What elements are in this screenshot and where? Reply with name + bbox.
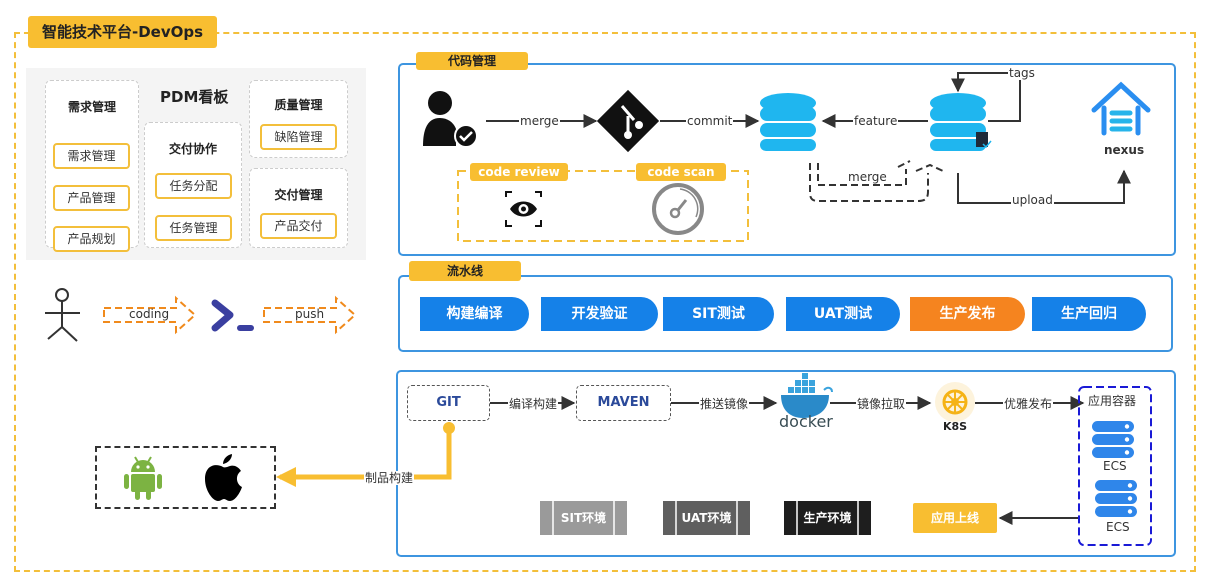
platform-frame	[14, 32, 1196, 572]
coding-label: coding	[129, 307, 170, 321]
pipeline-stage[interactable]: 构建编译	[420, 297, 529, 331]
pdm-chip[interactable]: 产品规划	[53, 226, 130, 252]
container-title: 应用容器	[1088, 394, 1137, 408]
nexus-label: nexus	[1104, 143, 1145, 157]
code-management-diagram	[423, 72, 1151, 242]
pipeline-stage[interactable]: UAT测试	[786, 297, 900, 331]
coding-arrow	[103, 295, 197, 335]
env-prod[interactable]: 生产环境	[784, 501, 871, 535]
repository-db-icon	[760, 93, 816, 151]
code-management-tag: 代码管理	[416, 52, 528, 70]
pdm-chip[interactable]: 缺陷管理	[260, 124, 337, 150]
tags-label: tags	[1008, 66, 1036, 80]
merge-label: merge	[519, 114, 560, 128]
client-platforms-box	[95, 446, 276, 509]
build-label: 编译构建	[508, 397, 559, 411]
code-review-tag: code review	[470, 163, 568, 181]
merge-back-label: merge	[847, 170, 888, 184]
pdm-board: 需求管理 需求管理 产品管理 产品规划 PDM看板 交付协作 任务分配 任务管理…	[26, 68, 366, 260]
stage-label: 开发验证	[571, 306, 628, 322]
stage-label: UAT测试	[813, 306, 873, 322]
ecs-label: ECS	[1106, 520, 1130, 534]
pdm-column-header: 交付协作	[168, 142, 217, 156]
apple-icon	[205, 454, 242, 501]
document-check-icon	[976, 132, 992, 149]
stage-label: 生产回归	[1061, 306, 1117, 322]
repository-db-icon	[930, 93, 986, 151]
pdm-chip[interactable]: 产品管理	[53, 185, 130, 211]
platform-title: 智能技术平台-DevOps	[28, 16, 218, 48]
pipeline-stage[interactable]: 开发验证	[541, 297, 658, 331]
pipeline-stage[interactable]: SIT测试	[663, 297, 774, 331]
pdm-column-header: 交付管理	[274, 188, 323, 202]
pdm-column-delivery-collab: 交付协作 任务分配 任务管理	[144, 122, 242, 248]
pipeline-stages: 构建编译 开发验证 SIT测试 UAT测试 生产发布 生产回归	[420, 297, 1160, 331]
code-scan-tag: code scan	[636, 163, 726, 181]
pdm-title: PDM看板	[160, 88, 229, 106]
android-icon	[124, 456, 162, 500]
nexus-icon	[1091, 81, 1151, 136]
pipeline-stage[interactable]: 生产发布	[910, 297, 1025, 331]
stick-figure-icon	[45, 288, 80, 342]
env-uat[interactable]: UAT环境	[663, 501, 750, 535]
env-label: UAT环境	[681, 511, 732, 525]
pdm-column-quality: 质量管理 缺陷管理	[249, 80, 348, 158]
quality-check-box	[457, 170, 749, 242]
env-label: 生产环境	[803, 511, 852, 525]
pdm-chip[interactable]: 任务管理	[155, 215, 232, 241]
upload-label: upload	[1011, 193, 1054, 207]
pdm-column-delivery-mgmt: 交付管理 产品交付	[249, 168, 348, 248]
pull-image-label: 镜像拉取	[856, 397, 907, 411]
pipeline-tag: 流水线	[409, 261, 521, 281]
eye-scan-icon	[505, 191, 542, 227]
merge-back-arrow	[809, 163, 944, 202]
docker-label: docker	[779, 412, 833, 431]
stage-label: 构建编译	[446, 306, 503, 322]
push-image-label: 推送镜像	[699, 397, 750, 411]
release-label: 优雅发布	[1003, 397, 1054, 411]
commit-label: commit	[686, 114, 734, 128]
ecs-label: ECS	[1103, 459, 1127, 473]
pdm-column-requirements: 需求管理 需求管理 产品管理 产品规划	[45, 80, 139, 252]
stage-label: 生产发布	[939, 306, 996, 322]
pdm-chip[interactable]: 任务分配	[155, 173, 232, 199]
pdm-chip[interactable]: 产品交付	[260, 213, 337, 239]
git-node[interactable]: GIT	[407, 385, 490, 421]
terminal-icon	[211, 299, 254, 332]
stage-label: SIT测试	[692, 306, 745, 322]
env-sit[interactable]: SIT环境	[540, 501, 627, 535]
git-icon	[596, 89, 660, 153]
env-label: SIT环境	[560, 511, 607, 525]
pdm-column-header: 质量管理	[274, 98, 323, 112]
gauge-icon	[652, 183, 704, 235]
merge-back-arrow-inner	[817, 160, 911, 186]
pdm-column-header: 需求管理	[67, 100, 116, 114]
app-online-button[interactable]: 应用上线	[913, 503, 997, 533]
feature-label: feature	[853, 114, 899, 128]
artifact-label: 制品构建	[364, 471, 415, 485]
k8s-label: K8S	[943, 420, 968, 433]
push-label: push	[295, 307, 325, 321]
user-approved-icon	[423, 91, 478, 148]
pdm-chip[interactable]: 需求管理	[53, 143, 130, 169]
push-arrow	[263, 295, 357, 335]
pipeline-stage[interactable]: 生产回归	[1032, 297, 1146, 331]
maven-node[interactable]: MAVEN	[576, 385, 671, 421]
dev-flow	[45, 288, 357, 342]
